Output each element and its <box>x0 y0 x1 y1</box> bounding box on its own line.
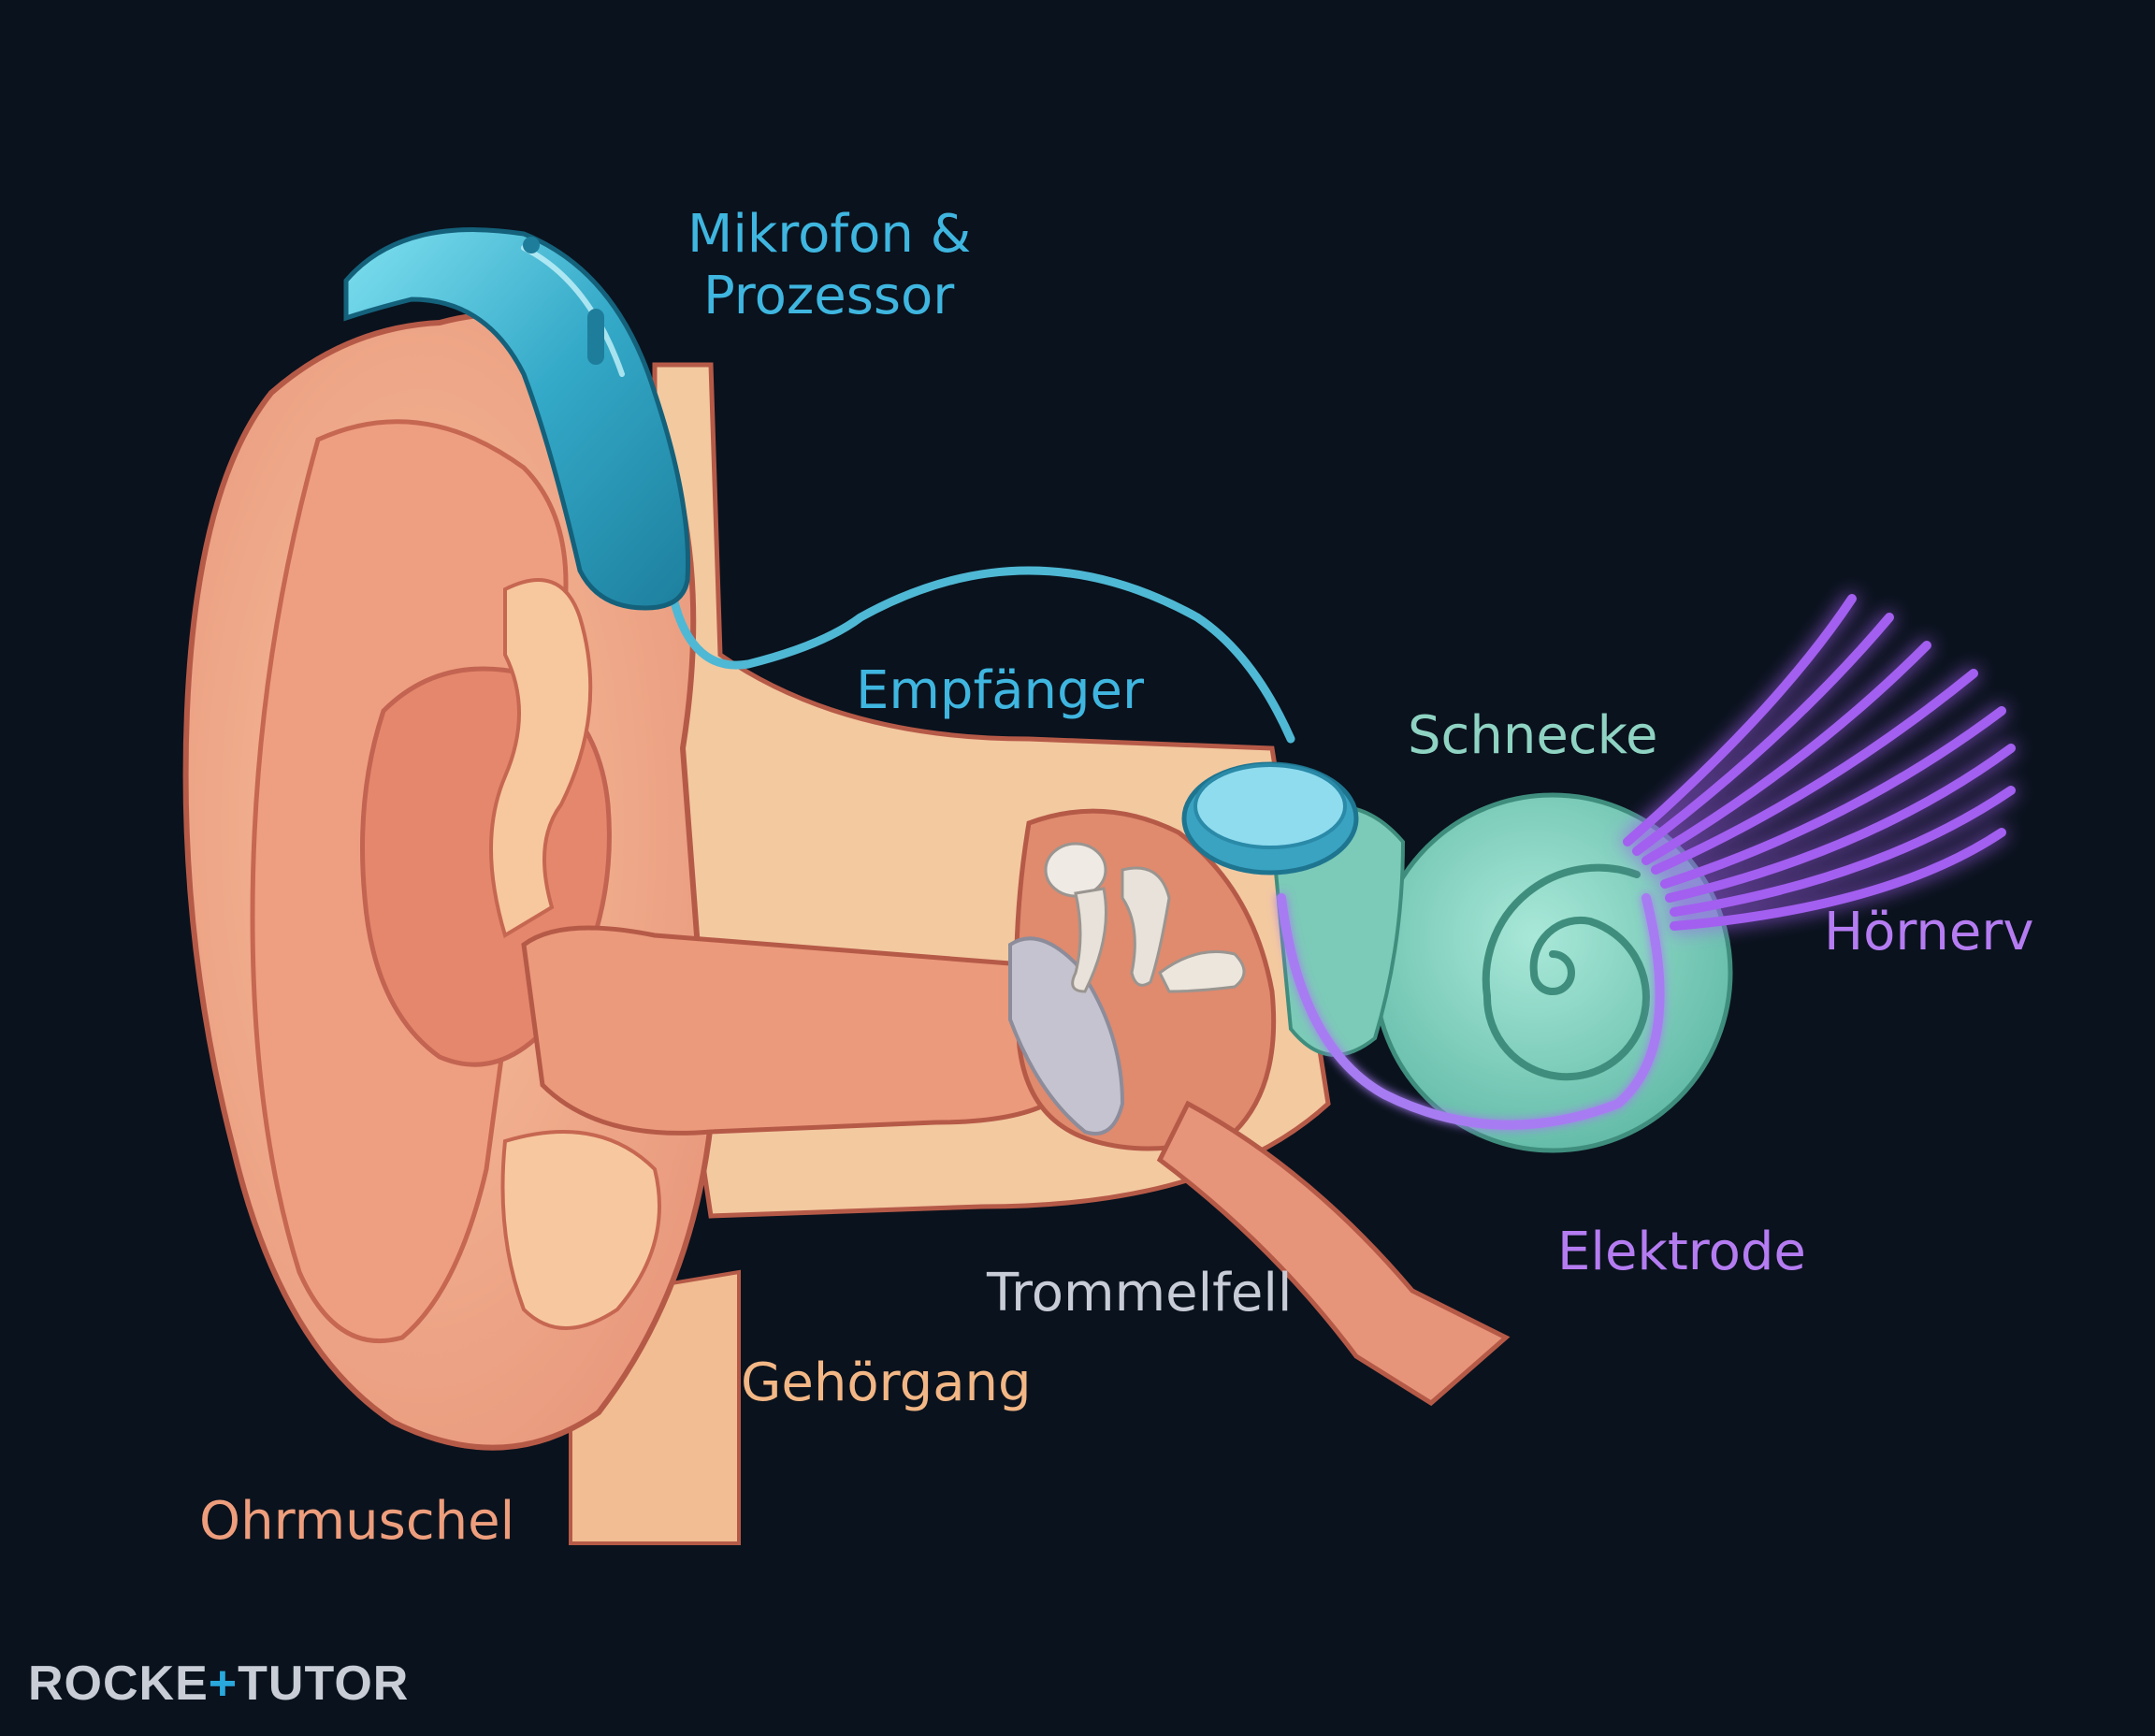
ossicles <box>1044 842 1246 993</box>
eustachian-tube <box>1156 1100 1511 1407</box>
label-schnecke: Schnecke <box>1408 705 1658 766</box>
antihelix <box>489 578 593 939</box>
nerve-graphic <box>1623 594 2016 931</box>
label-mikrofon-line2: Prozessor <box>703 266 955 326</box>
label-mikrofon-line1: Mikrofon & <box>687 204 972 265</box>
ear-canal <box>521 925 1050 1136</box>
lobe <box>500 1130 661 1330</box>
eardrum <box>1008 936 1125 1136</box>
label-gehoergang: Gehörgang <box>741 1353 1032 1413</box>
processor-graphic <box>343 227 691 611</box>
label-empfaenger: Empfänger <box>856 660 1145 721</box>
brand-logo: ROCKE+TUTOR <box>28 1656 409 1712</box>
electrode-graphic <box>1277 893 1665 1130</box>
receiver-graphic <box>1181 761 1359 875</box>
label-ohrmuschel: Ohrmuschel <box>199 1491 515 1552</box>
logo-plus: + <box>208 1656 239 1711</box>
label-hoernerv: Hörnerv <box>1824 902 2034 962</box>
logo-text-part2: TUTOR <box>238 1656 410 1711</box>
label-elektrode: Elektrode <box>1557 1222 1806 1282</box>
processor-cable <box>669 566 1295 744</box>
logo-text-part1: ROCKE <box>28 1656 209 1711</box>
label-trommelfell: Trommelfell <box>987 1263 1293 1324</box>
